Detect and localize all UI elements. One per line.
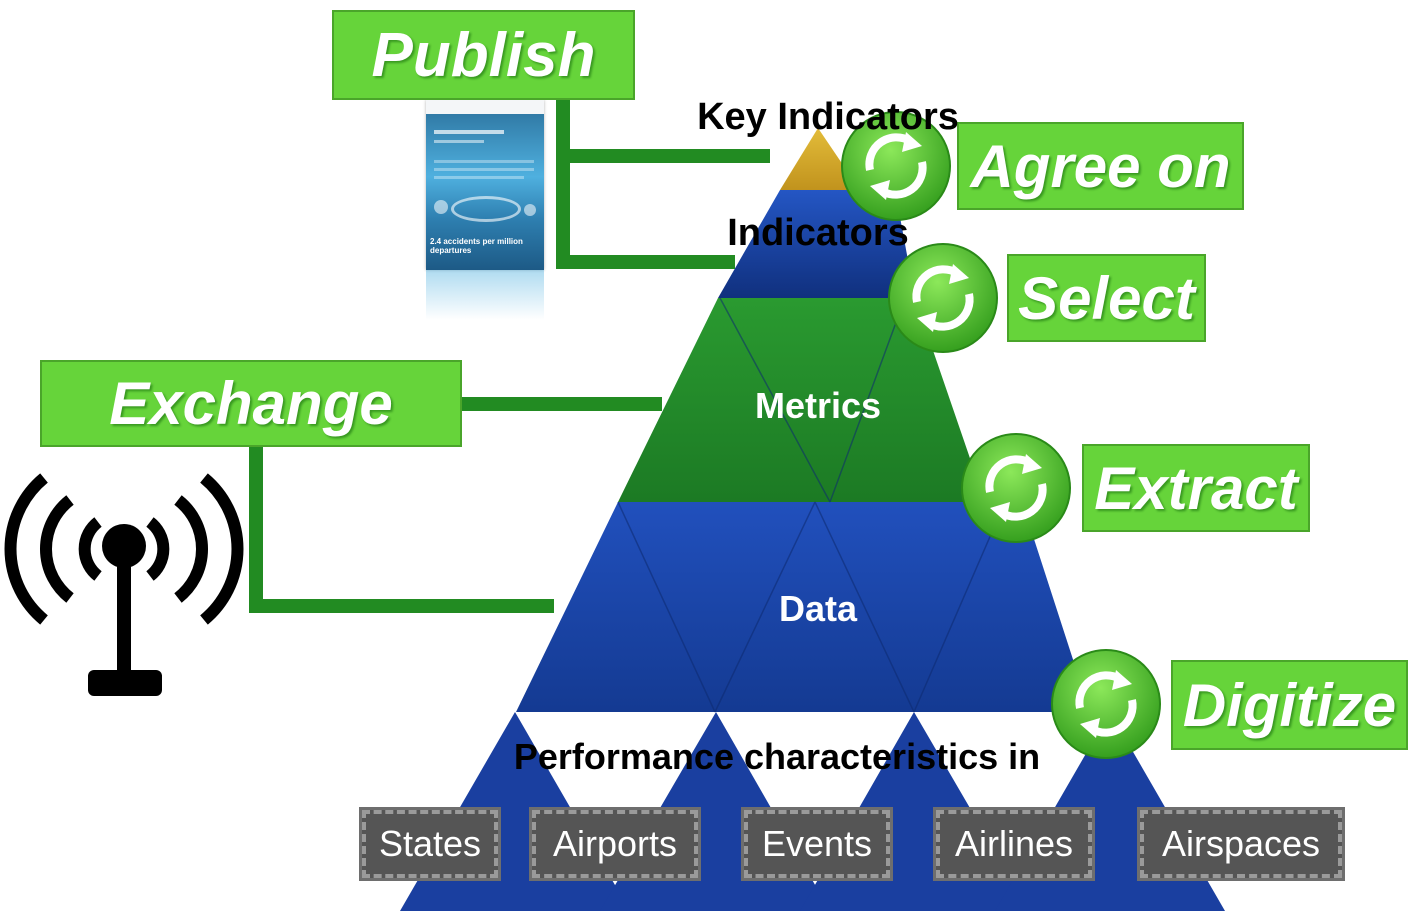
report-reflection — [426, 270, 544, 320]
exchange-label: Exchange — [109, 370, 393, 437]
metrics-layer — [618, 298, 985, 502]
data-label: Data — [778, 588, 858, 629]
performance-label: Performance characteristics in — [513, 736, 1041, 777]
entity-airlines: Airlines — [933, 807, 1095, 881]
exchange-step: Exchange — [40, 360, 462, 447]
refresh-cycle-icon — [961, 433, 1071, 543]
key-indicators-label: Key Indicators — [697, 96, 959, 138]
publish-label: Publish — [371, 20, 596, 90]
indicators-layer — [718, 190, 915, 298]
agree-on-step: Agree on — [957, 122, 1244, 210]
report-document-icon: 2.4 accidents per million departures — [426, 100, 544, 270]
select-step: Select — [1007, 254, 1206, 342]
report-headline: 2.4 accidents per million departures — [430, 237, 523, 255]
refresh-cycle-icon — [888, 243, 998, 353]
key-indicators-tip — [780, 128, 860, 190]
extract-label: Extract — [1094, 454, 1298, 522]
indicators-label: Indicators — [727, 212, 909, 254]
refresh-cycle-icon — [841, 111, 951, 221]
entity-airspaces: Airspaces — [1137, 807, 1345, 881]
connectors — [249, 100, 770, 613]
publish-step: Publish — [332, 10, 635, 100]
layer-facets — [617, 297, 1006, 713]
broadcast-antenna-icon — [4, 473, 244, 696]
data-layer — [516, 502, 1090, 712]
metrics-label: Metrics — [754, 385, 882, 426]
entity-states: States — [359, 807, 501, 881]
digitize-label: Digitize — [1182, 671, 1397, 739]
entity-airports: Airports — [529, 807, 701, 881]
extract-step: Extract — [1082, 444, 1310, 532]
digitize-step: Digitize — [1171, 660, 1408, 750]
agree-on-label: Agree on — [970, 132, 1231, 200]
refresh-cycle-icon — [1051, 649, 1161, 759]
select-label: Select — [1018, 264, 1195, 332]
entity-events: Events — [741, 807, 893, 881]
